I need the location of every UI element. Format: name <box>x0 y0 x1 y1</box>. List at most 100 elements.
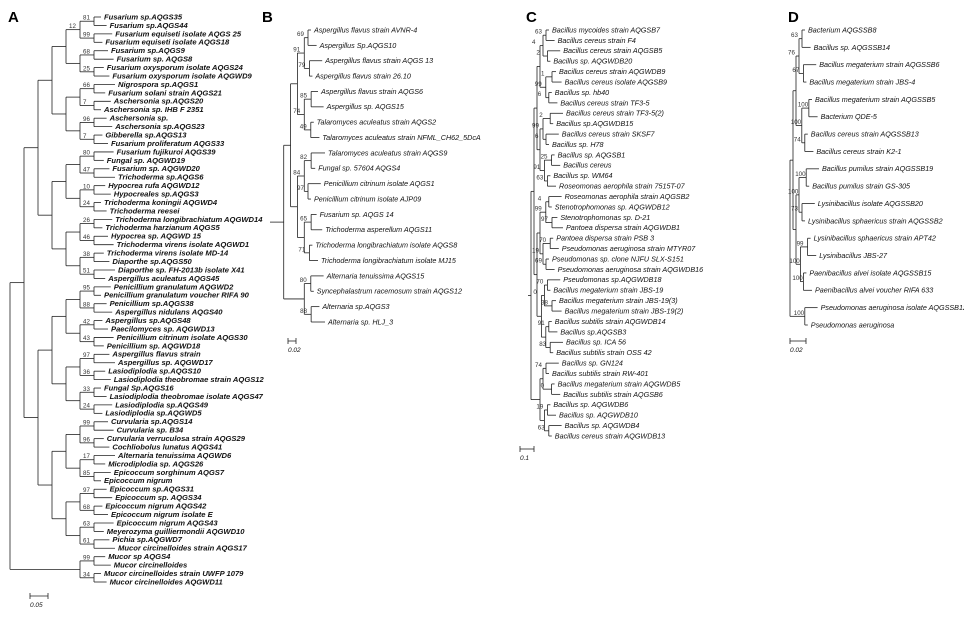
leaf-label: Bacillus subtilis strain AQGSB6 <box>563 390 663 399</box>
bootstrap-value: 24 <box>83 403 90 410</box>
leaf-label: Fusarium equiseti isolate AQGS 25 <box>115 29 242 38</box>
bootstrap-value: 2 <box>539 112 543 119</box>
leaf-label: Penicillium citrinum isolate AQGS1 <box>324 179 435 188</box>
leaf-label: Bacillus cereus strain AQGWDB13 <box>555 431 665 440</box>
leaf-label: Bacillus subtilis strain OSS 42 <box>556 348 651 357</box>
leaf-label: Epicoccum nigrum AQGS42 <box>105 502 207 511</box>
leaf-label: Aspergillus aculeatus AQGS45 <box>107 274 220 283</box>
bootstrap-value: 91 <box>533 164 540 171</box>
bootstrap-value: 19 <box>532 247 539 254</box>
panel-label-d: D <box>788 9 799 26</box>
leaf-label: Nigrospora sp.AQGS1 <box>118 80 198 89</box>
bootstrap-value: 17 <box>83 453 90 460</box>
leaf-label: Lysinibacillus sphaericus strain AQGSSB2 <box>808 216 943 225</box>
leaf-label: Curvularia sp.AQGS14 <box>111 417 193 426</box>
leaf-label: Aspergillus sp.AQGS48 <box>104 316 191 325</box>
leaf-label: Aspergillus flavus strain <box>111 350 201 359</box>
bootstrap-value: 96 <box>83 116 90 123</box>
bootstrap-value: 7 <box>83 133 87 140</box>
bootstrap-value: 36 <box>83 369 90 376</box>
leaf-label: Bacillus megaterium strain JBS-19 <box>553 286 663 295</box>
bootstrap-value: 63 <box>538 424 545 431</box>
bootstrap-value: 0 <box>533 289 537 296</box>
leaf-label: Aschersonia sp.AQGS23 <box>114 122 205 131</box>
leaf-label: Aspergillus flavus strain AQGS6 <box>320 87 423 96</box>
bootstrap-value: 25 <box>83 65 90 72</box>
leaf-label: Bacterium AQGSSB8 <box>808 25 876 34</box>
bootstrap-value: 43 <box>83 335 90 342</box>
bootstrap-value: 99 <box>535 81 542 88</box>
leaf-label: Fungal Sp.AQGS16 <box>104 383 174 392</box>
leaf-label: Epicoccum sp. AQGS34 <box>115 493 202 502</box>
leaf-label: Aspergillus sp. AQGS15 <box>326 102 405 111</box>
bootstrap-value: 24 <box>83 200 90 207</box>
bootstrap-value: 74 <box>535 362 542 369</box>
leaf-label: Syncephalastrum racemosum strain AQGS12 <box>317 287 462 296</box>
leaf-label: Bacillus megaterium strain JBS-19(3) <box>559 296 678 305</box>
bootstrap-value: 97 <box>297 185 304 192</box>
leaf-label: Fusarium sp.AQGS9 <box>111 46 186 55</box>
bootstrap-value: 33 <box>83 386 90 393</box>
bootstrap-value: 97 <box>541 216 548 223</box>
leaf-label: Diaporthe sp. FH-2013b isolate X41 <box>118 265 245 274</box>
bootstrap-value: 97 <box>83 487 90 494</box>
bootstrap-value: 95 <box>83 285 90 292</box>
bootstrap-value: 82 <box>300 154 307 161</box>
leaf-label: Bacillus cereus <box>563 161 612 170</box>
leaf-label: Bacillus sp. AQGWDB10 <box>559 411 638 420</box>
leaf-label: Bacillus cereus strain F4 <box>558 36 636 45</box>
leaf-label: Trichoderma longibrachiatum AQGWD14 <box>115 215 263 224</box>
leaf-label: Bacillus megaterium strain JBS-19(2) <box>565 306 684 315</box>
leaf-label: Roseomonas aerophila strain AQGSB2 <box>565 192 690 201</box>
bootstrap-value: 100 <box>792 275 803 282</box>
bootstrap-value: 47 <box>83 167 90 174</box>
leaf-label: Aschersonia sp. <box>109 114 169 123</box>
leaf-label: Paecilomyces sp. AQGWD13 <box>111 324 215 333</box>
bootstrap-value: 2 <box>536 50 540 57</box>
bootstrap-value: 81 <box>83 15 90 22</box>
bootstrap-value: 69 <box>297 31 304 38</box>
bootstrap-value: 7 <box>83 99 87 106</box>
bootstrap-value: 83 <box>539 341 546 348</box>
leaf-label: Lysinibacillus isolate AQGSSB20 <box>818 199 923 208</box>
bootstrap-value: 74 <box>794 136 801 143</box>
bootstrap-value: 65 <box>300 216 307 223</box>
leaf-label: Bacillus cereus strain SKSF7 <box>562 130 656 139</box>
leaf-label: Bacillus cereus strain AQGWDB9 <box>559 67 665 76</box>
bootstrap-value: 6 <box>538 91 542 98</box>
leaf-label: Bacillus sp. AQGWDB4 <box>565 421 640 430</box>
bootstrap-value: 100 <box>795 171 806 178</box>
leaf-label: Stenotrophomonas sp. AQGWDB12 <box>555 202 670 211</box>
leaf-label: Bacillus sp. hb40 <box>555 88 609 97</box>
leaf-label: Fusarium sp.AQGS35 <box>104 12 183 21</box>
leaf-label: Bacillus sp. GN124 <box>562 359 623 368</box>
bootstrap-value: 10 <box>83 183 90 190</box>
leaf-label: Trichoderma longibrachiatum isolate AQGS… <box>315 241 457 250</box>
leaf-label: Bacillus megaterium strain AQGWDB5 <box>558 379 682 388</box>
leaf-label: Bacillus cereus strain AQGSB5 <box>563 46 663 55</box>
leaf-label: Stenotrophomonas sp. D-21 <box>560 213 650 222</box>
leaf-label: Aspergillus Sp.AQGS10 <box>319 41 397 50</box>
bootstrap-value: 34 <box>83 571 90 578</box>
leaf-label: Hypocrea rufa AQGWD12 <box>108 181 200 190</box>
leaf-label: Bacillus megaterium strain AQGSSB5 <box>815 95 936 104</box>
bootstrap-value: 49 <box>300 123 307 130</box>
leaf-label: Fusarium equiseti isolate AQGS18 <box>105 38 230 47</box>
bootstrap-value: 73 <box>791 206 798 213</box>
leaf-label: Epicoccum nigrum isolate E <box>111 510 214 519</box>
panel-label-c: C <box>526 9 537 26</box>
leaf-label: Trichoderma sp.AQGS6 <box>118 173 204 182</box>
leaf-label: Talaromyces aculeatus strain AQGS2 <box>317 118 436 127</box>
leaf-label: Trichoderma asperellum AQGS11 <box>325 225 432 234</box>
leaf-label: Bacillus cereus strain AQGSSB13 <box>811 130 919 139</box>
leaf-label: Penicillium sp.AQGS38 <box>110 299 195 308</box>
leaf-label: Pseudomonas aeruginosa strain MTYR07 <box>562 244 696 253</box>
leaf-label: Fusarium sp. AQGS8 <box>117 55 193 64</box>
leaf-label: Trichoderma reesei <box>110 206 181 215</box>
panel-label-a: A <box>8 9 19 26</box>
leaf-label: Pseudomonas sp. clone NJFU SLX-S151 <box>552 254 684 263</box>
leaf-label: Cochliobolus lunatus AQGS41 <box>112 442 222 451</box>
leaf-label: Paenibacillus alvei isolate AQGSSB15 <box>809 268 932 277</box>
leaf-label: Hypocrea sp. AQGWD 15 <box>111 232 202 241</box>
